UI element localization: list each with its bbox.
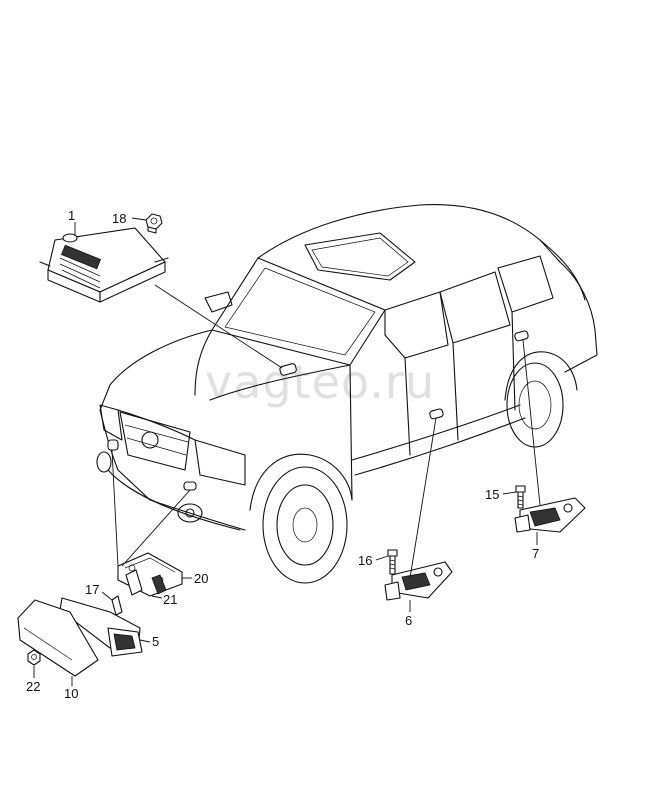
nut-18 [145, 213, 163, 234]
nut-22 [27, 649, 41, 666]
watermark: vagteo.ru [205, 355, 435, 409]
label-1: 1 [68, 208, 75, 223]
crash-sensor-7 [514, 497, 586, 533]
label-18: 18 [112, 211, 126, 226]
label-10: 10 [64, 686, 78, 701]
label-21: 21 [163, 592, 177, 607]
bolt-17 [111, 595, 123, 616]
label-7: 7 [532, 546, 539, 561]
label-17: 17 [85, 582, 99, 597]
callout-labels: 1 18 15 7 16 6 20 17 21 5 22 10 [26, 208, 539, 701]
cover-10 [17, 599, 99, 677]
bolt-15 [515, 485, 526, 509]
airbag-control-unit [39, 227, 169, 303]
vehicle-illustration [96, 204, 598, 584]
leader-lines [33, 217, 541, 686]
label-15: 15 [485, 487, 499, 502]
crash-sensor-6 [384, 561, 453, 601]
sensor-21 [125, 569, 167, 596]
connector-5 [59, 597, 143, 657]
label-5: 5 [152, 634, 159, 649]
label-16: 16 [358, 553, 372, 568]
label-22: 22 [26, 679, 40, 694]
label-6: 6 [405, 613, 412, 628]
bolt-16 [387, 549, 398, 575]
label-20: 20 [194, 571, 208, 586]
